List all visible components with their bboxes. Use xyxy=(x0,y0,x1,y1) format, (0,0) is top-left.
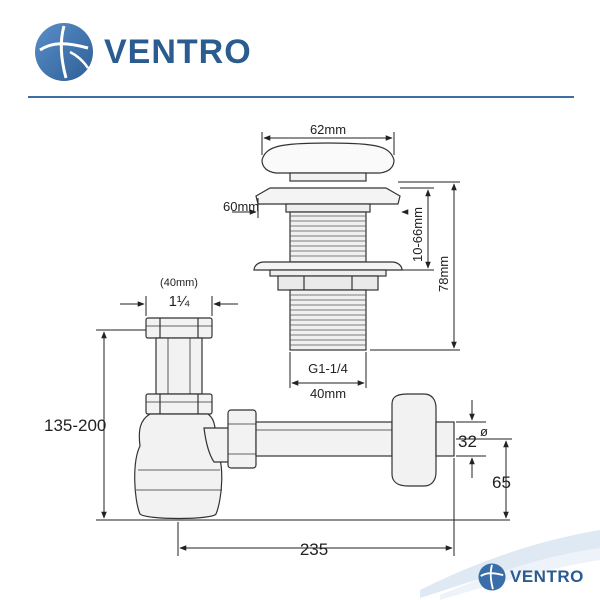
siphon-drawing xyxy=(134,317,455,520)
footer-swoosh xyxy=(420,530,600,600)
plug-dimensions xyxy=(232,132,460,388)
siphon-outlet-nut xyxy=(227,409,257,469)
plug-drawing xyxy=(253,142,403,351)
plug-total-height-label: 78mm xyxy=(436,256,451,292)
plug-thread-lines xyxy=(290,215,366,257)
header-divider xyxy=(28,96,574,98)
footer-brand-name: VENTRO xyxy=(510,567,584,586)
siphon-outlet-pipe xyxy=(255,421,393,457)
siphon-wall-pipe xyxy=(435,421,455,457)
plug-cap-stem xyxy=(289,172,367,182)
plug-lower-flange xyxy=(253,261,403,271)
siphon-wall-rosette xyxy=(391,393,437,487)
brand-name: VENTRO xyxy=(104,33,252,71)
siphon-inlet-mm-label: (40mm) xyxy=(160,277,198,289)
plug-upper-flange xyxy=(255,187,401,205)
footer-logo-icon xyxy=(478,563,506,591)
siphon-outlet-diameter-symbol: ø xyxy=(480,424,488,439)
siphon-middle-nut xyxy=(145,393,213,415)
plug-thread-label: G1-1/4 xyxy=(308,361,348,376)
plug-flange-width-label: 60mm xyxy=(223,199,259,214)
siphon-outlet-height-label: 65 xyxy=(492,473,511,492)
plug-cap xyxy=(261,142,395,174)
siphon-length-label: 235 xyxy=(300,540,328,559)
siphon-outlet-elbow xyxy=(203,427,231,463)
header: VENTRO xyxy=(0,0,600,100)
plug-threaded-body xyxy=(289,211,367,263)
plug-adjust-range-label: 10-66mm xyxy=(410,207,425,262)
siphon-inlet-pipe xyxy=(155,337,203,395)
plug-nut xyxy=(277,275,379,291)
siphon-inlet-nut xyxy=(145,317,213,339)
siphon-outlet-diameter-label: 32 xyxy=(458,432,477,451)
siphon-dimensions xyxy=(96,296,512,556)
ventro-logo-icon xyxy=(35,23,93,81)
plug-cap-width-label: 62mm xyxy=(310,122,346,137)
siphon-inlet-size-label: 1¼ xyxy=(169,293,190,310)
siphon-height-range-label: 135-200 xyxy=(44,416,106,435)
plug-thread-width-label: 40mm xyxy=(310,386,346,401)
